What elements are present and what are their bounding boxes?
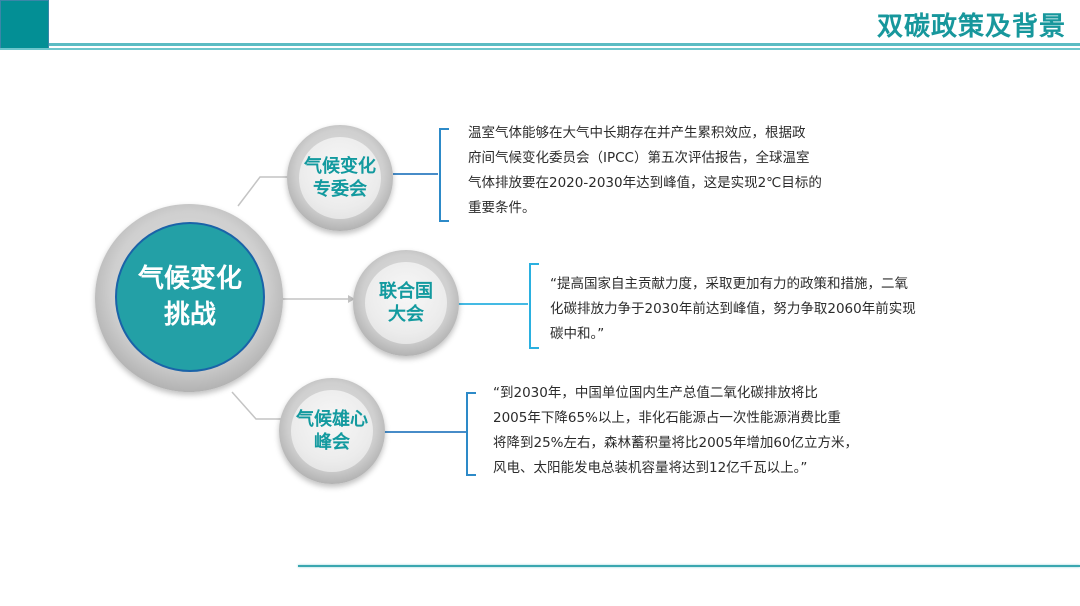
desc-line: 风电、太阳能发电总装机容量将达到12亿千瓦以上。”: [493, 460, 808, 476]
node-summit-line2: 峰会: [314, 432, 350, 453]
node-un-line2: 大会: [388, 304, 424, 325]
desc-line: “到2030年，中国单位国内生产总值二氧化碳排放将比: [493, 385, 818, 401]
corner-accent-block: [0, 0, 49, 49]
bracket-summit: [466, 392, 476, 476]
desc-line: 将降到25%左右，森林蓄积量将比2005年增加60亿立方米，: [493, 435, 859, 451]
header-divider: [49, 43, 1080, 46]
desc-un: “提高国家自主贡献力度，采取更加有力的政策和措施，二氧 化碳排放力争于2030年…: [550, 272, 980, 347]
desc-summit: “到2030年，中国单位国内生产总值二氧化碳排放将比 2005年下降65%以上，…: [493, 381, 923, 481]
center-circle-label: 气候变化 挑战: [115, 222, 265, 372]
desc-line: 温室气体能够在大气中长期存在并产生累积效应，根据政: [468, 125, 806, 141]
desc-line: 重要条件。: [468, 200, 536, 216]
bracket-ipcc: [439, 128, 449, 222]
node-un-line1: 联合国: [379, 281, 433, 302]
node-label-un: 联合国 大会: [365, 262, 447, 344]
node-ipcc-line1: 气候变化: [304, 156, 376, 177]
desc-line: 2005年下降65%以上，非化石能源占一次性能源消费比重: [493, 410, 841, 426]
center-label-line1: 气候变化: [137, 264, 242, 294]
bracket-un: [529, 263, 539, 349]
node-summit-line1: 气候雄心: [296, 409, 368, 430]
desc-ipcc: 温室气体能够在大气中长期存在并产生累积效应，根据政 府间气候变化委员会（IPCC…: [468, 121, 888, 221]
node-label-summit: 气候雄心 峰会: [291, 390, 373, 472]
desc-line: “提高国家自主贡献力度，采取更加有力的政策和措施，二氧: [550, 276, 908, 292]
desc-line: 气体排放要在2020-2030年达到峰值，这是实现2℃目标的: [468, 175, 822, 191]
desc-line: 府间气候变化委员会（IPCC）第五次评估报告，全球温室: [468, 150, 810, 166]
footer-divider: [298, 565, 1080, 567]
node-ipcc-line2: 专委会: [313, 179, 367, 200]
center-label-line2: 挑战: [163, 300, 216, 330]
header-divider-secondary: [0, 48, 1080, 50]
desc-line: 化碳排放力争于2030年前达到峰值，努力争取2060年前实现: [550, 301, 916, 317]
node-label-ipcc: 气候变化 专委会: [299, 137, 381, 219]
desc-line: 碳中和。”: [550, 326, 605, 342]
page-title: 双碳政策及背景: [876, 12, 1066, 42]
